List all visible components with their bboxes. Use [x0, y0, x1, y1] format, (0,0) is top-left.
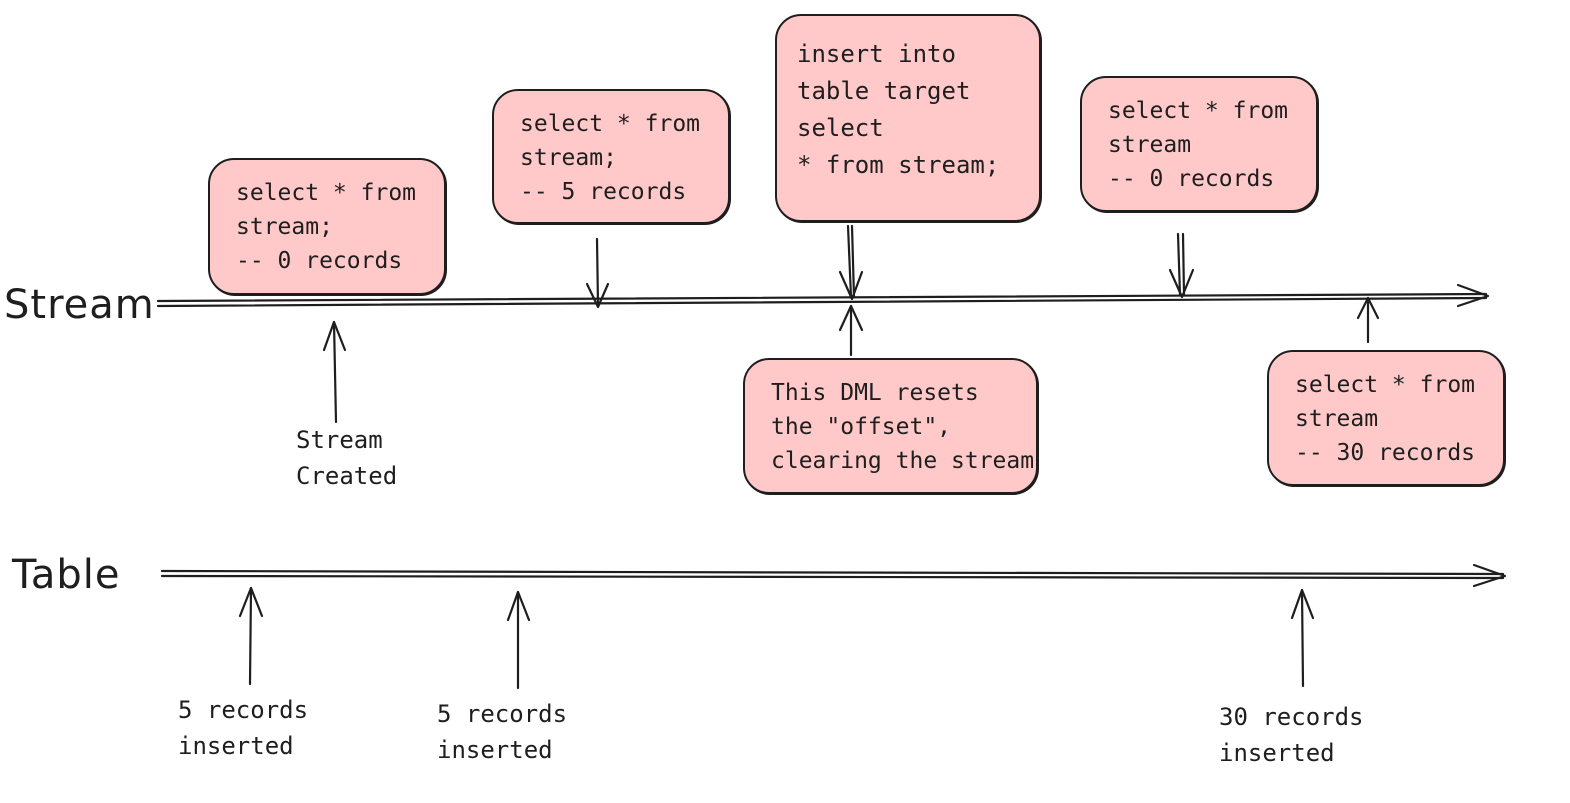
box-line: select * from	[236, 180, 417, 206]
third-select-box: select * from stream -- 0 records	[1080, 76, 1318, 212]
box-line: stream;	[520, 145, 617, 171]
box-line: select * from	[1108, 98, 1289, 124]
insert-dml-box: insert into table target select * from s…	[775, 14, 1041, 222]
insert-1-note: 5 records inserted	[178, 692, 308, 764]
arrow-insert-1	[238, 586, 264, 686]
arrow-third-select-to-stream	[1168, 232, 1195, 299]
note-line: inserted	[437, 736, 553, 764]
first-select-box: select * from stream; -- 0 records	[208, 158, 446, 295]
arrow-insert-3	[1290, 588, 1315, 688]
note-line: inserted	[1219, 739, 1335, 767]
note-line: Stream	[296, 426, 383, 454]
box-line: -- 5 records	[520, 179, 687, 205]
box-line: -- 0 records	[236, 248, 403, 274]
table-timeline-arrow	[160, 563, 1507, 588]
arrow-stream-created	[322, 320, 347, 424]
arrow-dml-note-to-stream	[838, 304, 864, 357]
box-line: * from stream;	[797, 151, 1000, 179]
insert-2-note: 5 records inserted	[437, 696, 567, 768]
stream-lane-label: Stream	[4, 282, 155, 328]
box-line: -- 0 records	[1108, 166, 1275, 192]
box-line: table target	[797, 77, 971, 105]
box-line: stream;	[236, 214, 333, 240]
box-line: select * from	[520, 111, 701, 137]
arrow-insert-2	[506, 590, 531, 690]
box-line: select * from	[1295, 372, 1476, 398]
box-line: stream	[1108, 132, 1192, 158]
note-line: 30 records	[1219, 703, 1364, 731]
box-line: insert into	[797, 40, 956, 68]
arrow-second-select-to-stream	[585, 237, 610, 309]
stream-timeline-arrow	[156, 283, 1490, 308]
box-line: This DML resets	[771, 380, 979, 406]
box-line: select	[797, 114, 884, 142]
box-line: clearing the stream	[771, 448, 1035, 474]
box-line: stream	[1295, 406, 1379, 432]
box-line: the "offset",	[771, 414, 952, 440]
note-line: 5 records	[437, 700, 568, 728]
fourth-select-box: select * from stream -- 30 records	[1267, 350, 1505, 486]
arrow-insert-to-stream	[838, 224, 864, 301]
stream-created-note: Stream Created	[296, 422, 397, 494]
insert-3-note: 30 records inserted	[1219, 699, 1364, 771]
table-lane-label: Table	[12, 552, 121, 598]
note-line: 5 records	[178, 696, 309, 724]
note-line: inserted	[178, 732, 294, 760]
second-select-box: select * from stream; -- 5 records	[492, 89, 730, 224]
note-line: Created	[296, 462, 398, 490]
dml-note-box: This DML resets the "offset", clearing t…	[743, 358, 1038, 494]
box-line: -- 30 records	[1295, 440, 1476, 466]
arrow-fourth-select-to-stream	[1356, 296, 1380, 344]
